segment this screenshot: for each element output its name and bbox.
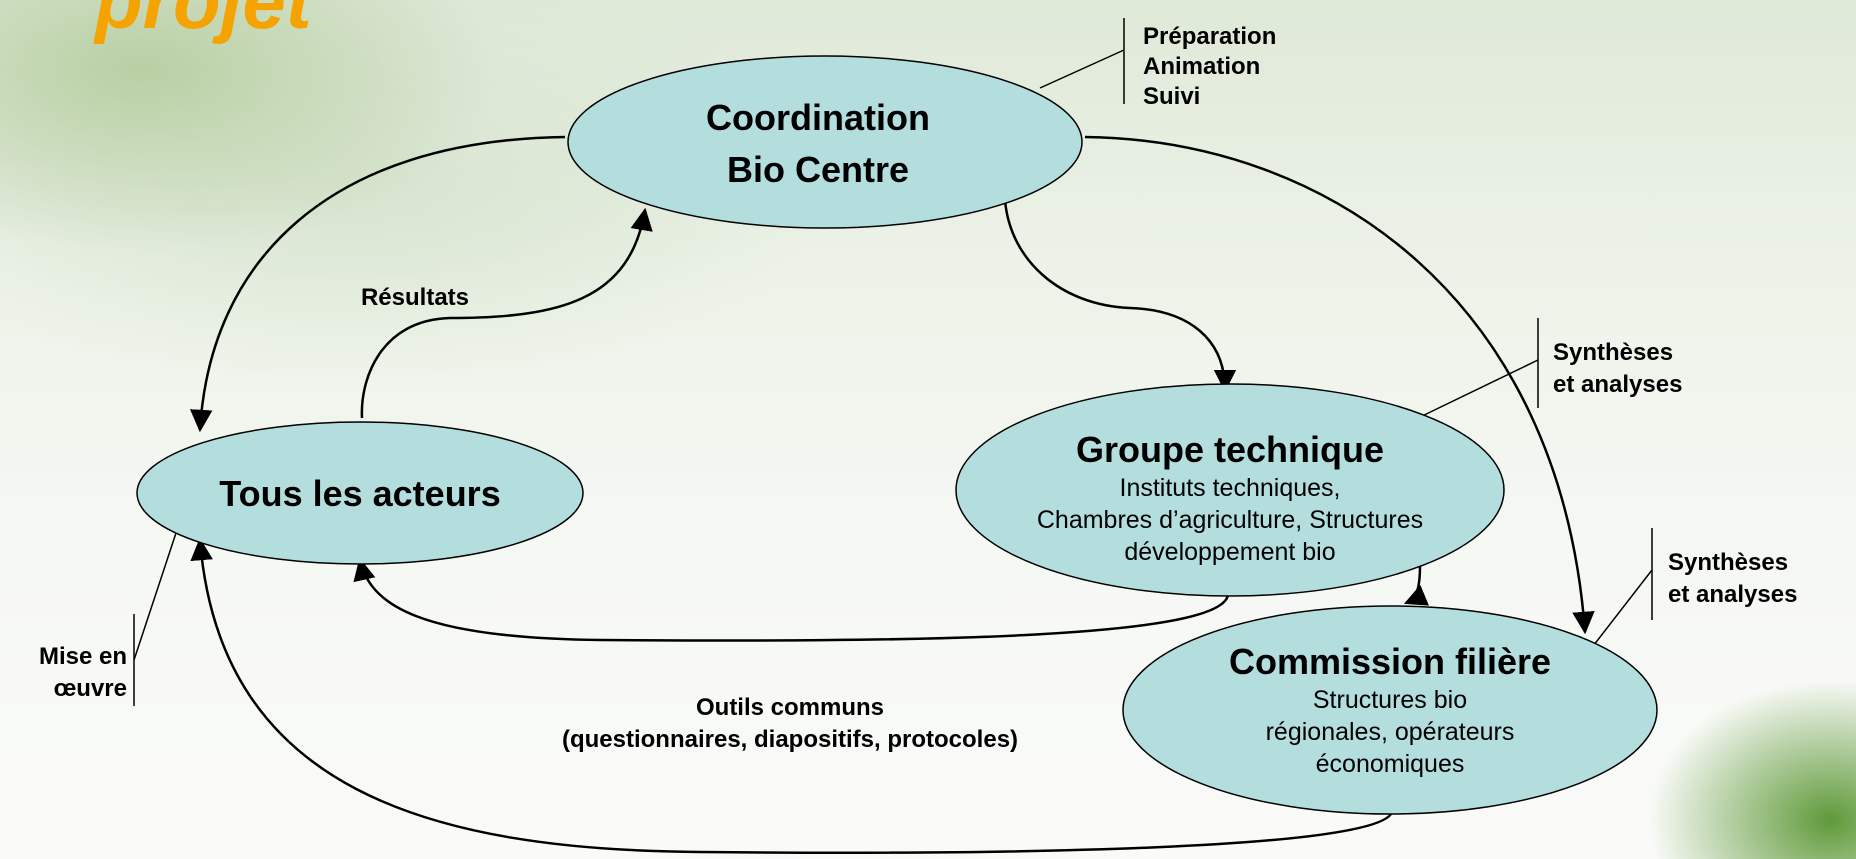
node-groupe-sub1: Instituts techniques, [1120,474,1341,502]
leader-line-acteurs [133,529,178,661]
edge-label-outils-line1: Outils communs [696,694,884,721]
annotation-commission-line2: et analyses [1668,581,1797,608]
leader-line-groupe [1417,359,1539,419]
annotation-groupe-line1: Synthèses [1553,339,1673,366]
arrow-groupe-to-commission [1403,564,1430,606]
arrow-coordination-to-commission [1084,135,1595,635]
leader-line-commission [1589,569,1653,651]
node-coordination: Coordination Bio Centre [567,55,1083,229]
annotation-groupe-line2: et analyses [1553,371,1682,398]
annotation-acteurs-line1: Mise en [39,643,127,670]
arrow-coordination-to-groupe [1003,199,1237,393]
node-acteurs: Tous les acteurs [136,421,584,565]
node-coordination-line1: Coordination [706,97,930,138]
edge-label-outils-line2: (questionnaires, diapositifs, protocoles… [562,726,1018,753]
leader-line-coordination [1039,49,1125,89]
node-commission-sub3: économiques [1316,750,1465,778]
edge-label-resultats: Résultats [361,284,469,311]
annotation-coordination-line2: Animation [1143,53,1260,80]
annotation-coordination: Préparation Animation Suivi [1143,23,1276,110]
annotation-acteurs-line2: œuvre [54,675,127,702]
node-groupe-sub3: développement bio [1124,538,1335,566]
arrow-groupe-to-acteurs [353,557,1230,642]
node-groupe-title: Groupe technique [1076,429,1384,470]
node-acteurs-title: Tous les acteurs [219,473,500,514]
annotation-groupe: Synthèses et analyses [1553,339,1682,398]
node-commission-sub1: Structures bio [1313,686,1467,714]
annotation-coordination-line1: Préparation [1143,23,1276,50]
slide-title: projet [93,0,315,45]
node-groupe-sub2: Chambres d’agriculture, Structures [1037,506,1423,534]
annotation-acteurs: Mise en œuvre [39,643,127,702]
node-groupe-technique: Groupe technique Instituts techniques, C… [955,383,1505,597]
arrow-commission-to-acteurs [190,537,1394,854]
node-commission-title: Commission filière [1229,641,1551,682]
node-commission-sub2: régionales, opérateurs [1266,718,1515,746]
arrow-coordination-to-acteurs [189,135,566,433]
annotation-commission: Synthèses et analyses [1668,549,1797,608]
node-commission-filiere: Commission filière Structures bio région… [1122,605,1658,815]
arrow-acteurs-to-coordination [360,207,653,419]
annotation-commission-line1: Synthèses [1668,549,1788,576]
node-coordination-line2: Bio Centre [727,149,909,190]
annotation-coordination-line3: Suivi [1143,83,1200,110]
